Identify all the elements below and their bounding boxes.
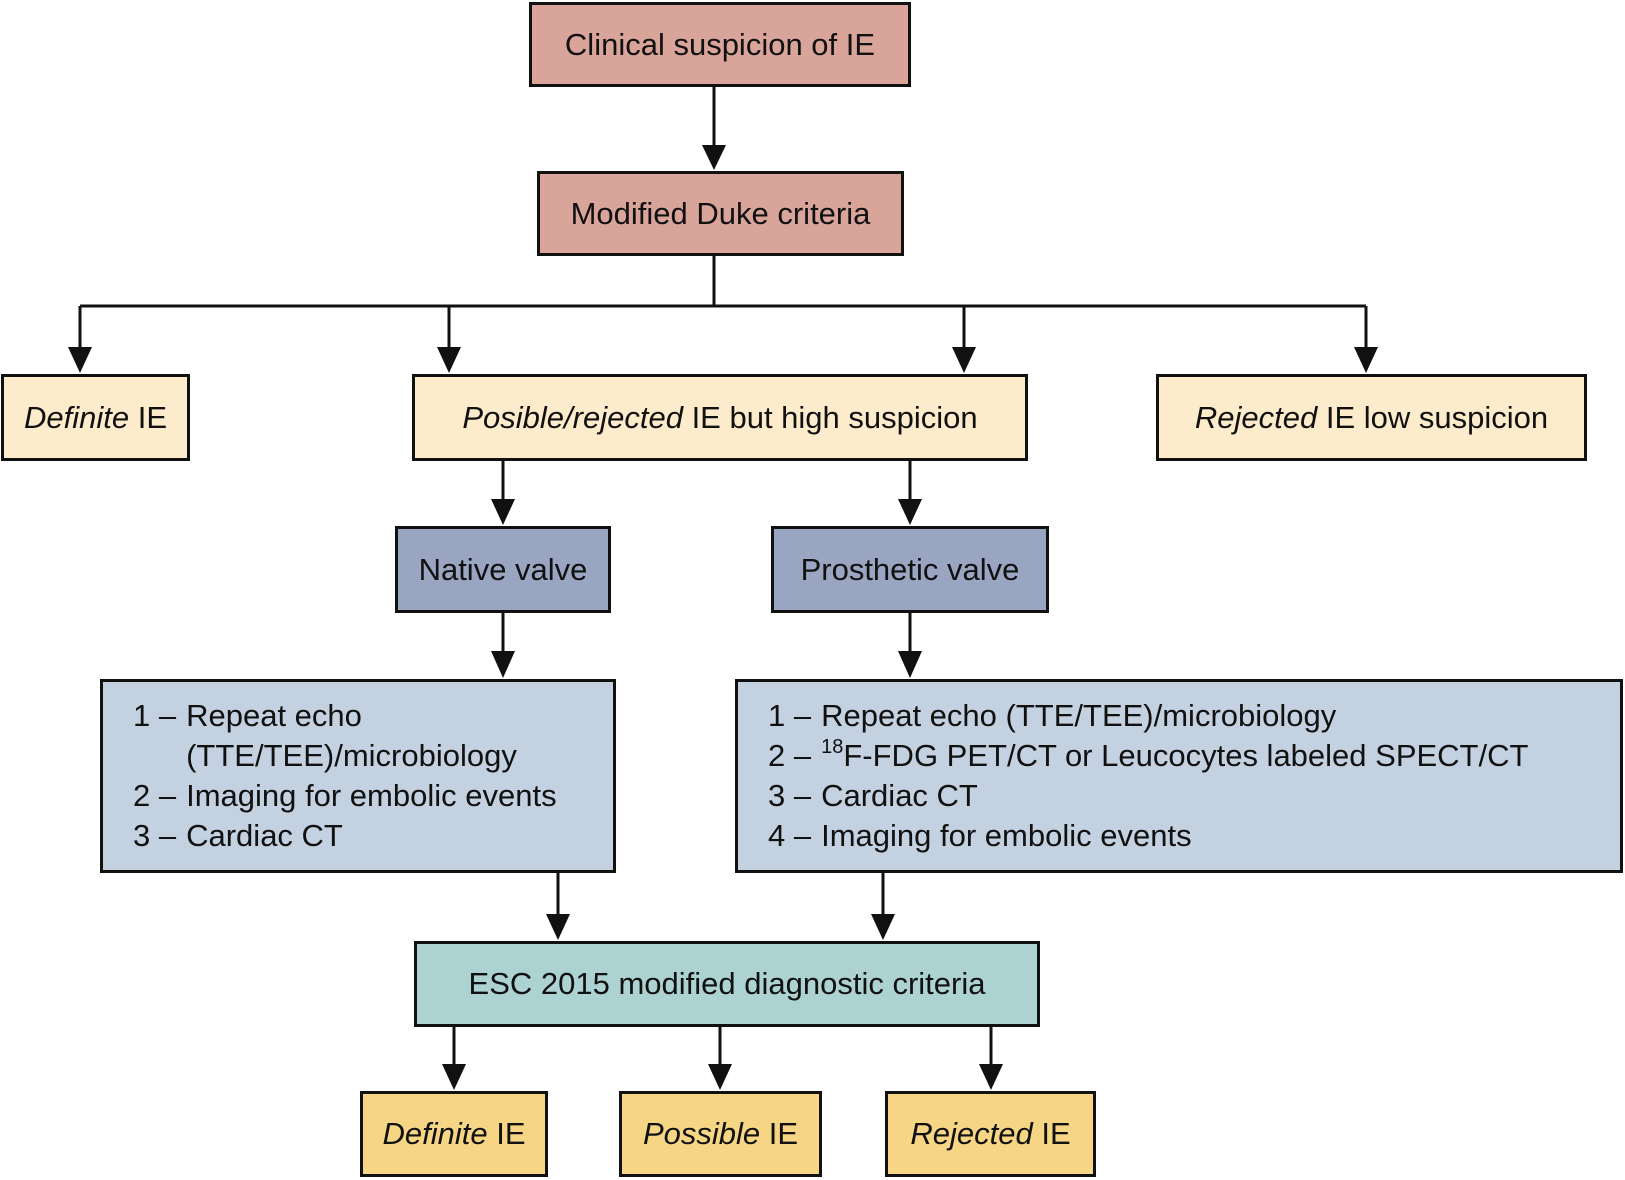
arrowhead	[437, 347, 461, 373]
definite-ie-bottom-italic: Definite	[382, 1116, 488, 1151]
rejected-ie-bottom-italic: Rejected	[910, 1116, 1033, 1151]
rejected-ie-low-suspicion-box: Rejected IE low suspicion	[1156, 374, 1587, 461]
list-item: 1 – Repeat echo(TTE/TEE)/microbiology	[133, 696, 557, 776]
step-number: 1 –	[768, 698, 812, 733]
esc-2015-criteria-box: ESC 2015 modified diagnostic criteria	[414, 941, 1040, 1027]
rejected-low-italic: Rejected	[1194, 399, 1318, 435]
prosthetic-valve-steps-box: 1 – Repeat echo (TTE/TEE)/microbiology 2…	[735, 679, 1623, 873]
arrowhead	[871, 914, 895, 940]
step-text: Cardiac CT	[186, 818, 343, 853]
step-text: Imaging for embolic events	[821, 818, 1192, 853]
native-valve-box: Native valve	[395, 526, 611, 613]
possible-rejected-high-suspicion-box: Posible/rejected IE but high suspicion	[412, 374, 1028, 461]
prosthetic-valve-label: Prosthetic valve	[800, 551, 1020, 587]
possible-ie-bottom-italic: Possible	[642, 1116, 761, 1151]
possible-rejected-italic: Posible/rejected	[462, 399, 683, 435]
definite-ie-top-rest: IE	[137, 399, 168, 435]
arrowhead	[708, 1064, 732, 1090]
definite-ie-top-italic: Definite	[23, 399, 130, 435]
rejected-ie-bottom-rest: IE	[1041, 1116, 1071, 1151]
clinical-suspicion-label: Clinical suspicion of IE	[564, 26, 876, 62]
rejected-ie-bottom-box: Rejected IE	[885, 1091, 1096, 1177]
step-text: Imaging for embolic events	[186, 778, 557, 813]
modified-duke-box: Modified Duke criteria	[537, 171, 904, 256]
arrowhead	[442, 1064, 466, 1090]
arrowhead	[702, 145, 726, 170]
step-number: 2 –	[133, 778, 177, 813]
arrowhead	[979, 1064, 1003, 1090]
definite-ie-bottom-label: Definite IE	[382, 1116, 525, 1152]
arrowhead	[1354, 347, 1378, 373]
list-item: 1 – Repeat echo (TTE/TEE)/microbiology	[768, 696, 1528, 736]
definite-ie-bottom-box: Definite IE	[360, 1091, 548, 1177]
prosthetic-valve-box: Prosthetic valve	[771, 526, 1049, 613]
arrowhead	[491, 651, 515, 678]
rejected-low-rest: IE low suspicion	[1325, 399, 1549, 435]
step-number: 1 –	[133, 698, 177, 733]
possible-rejected-high-suspicion-label: Posible/rejected IE but high suspicion	[462, 400, 977, 436]
list-item: 4 – Imaging for embolic events	[768, 816, 1528, 856]
arrowhead	[898, 651, 922, 678]
step-text: Repeat echo(TTE/TEE)/microbiology	[186, 698, 517, 773]
arrowhead	[546, 914, 570, 940]
definite-ie-top-box: Definite IE	[1, 374, 190, 461]
list-item: 3 – Cardiac CT	[133, 816, 557, 856]
arrowhead	[952, 347, 976, 373]
clinical-suspicion-box: Clinical suspicion of IE	[529, 2, 911, 87]
arrowhead	[68, 347, 92, 373]
step-text: Repeat echo (TTE/TEE)/microbiology	[821, 698, 1337, 733]
native-valve-steps-box: 1 – Repeat echo(TTE/TEE)/microbiology 2 …	[100, 679, 616, 873]
arrowhead	[491, 499, 515, 525]
step-number: 3 –	[133, 818, 177, 853]
prosthetic-valve-steps-list: 1 – Repeat echo (TTE/TEE)/microbiology 2…	[768, 696, 1528, 856]
superscript-18: 18	[821, 735, 844, 758]
list-item: 2 – 18F-FDG PET/CT or Leucocytes labeled…	[768, 736, 1528, 776]
step-number: 4 –	[768, 818, 812, 853]
native-valve-label: Native valve	[418, 551, 588, 587]
possible-ie-bottom-box: Possible IE	[619, 1091, 822, 1177]
possible-rejected-rest: IE but high suspicion	[691, 399, 978, 435]
modified-duke-label: Modified Duke criteria	[570, 195, 871, 231]
possible-ie-bottom-rest: IE	[768, 1116, 799, 1151]
definite-ie-top-label: Definite IE	[24, 400, 167, 436]
list-item: 2 – Imaging for embolic events	[133, 776, 557, 816]
rejected-ie-low-suspicion-label: Rejected IE low suspicion	[1195, 400, 1548, 436]
definite-ie-bottom-rest: IE	[496, 1116, 526, 1151]
arrowhead	[898, 499, 922, 525]
esc-2015-criteria-label: ESC 2015 modified diagnostic criteria	[468, 966, 986, 1001]
step-number: 3 –	[768, 778, 812, 813]
step-number: 2 –	[768, 738, 812, 773]
step-text: 18F-FDG PET/CT or Leucocytes labeled SPE…	[821, 735, 1529, 773]
step-text: Cardiac CT	[821, 778, 978, 813]
list-item: 3 – Cardiac CT	[768, 776, 1528, 816]
native-valve-steps-list: 1 – Repeat echo(TTE/TEE)/microbiology 2 …	[133, 696, 557, 856]
rejected-ie-bottom-label: Rejected IE	[910, 1116, 1070, 1152]
possible-ie-bottom-label: Possible IE	[643, 1116, 798, 1152]
